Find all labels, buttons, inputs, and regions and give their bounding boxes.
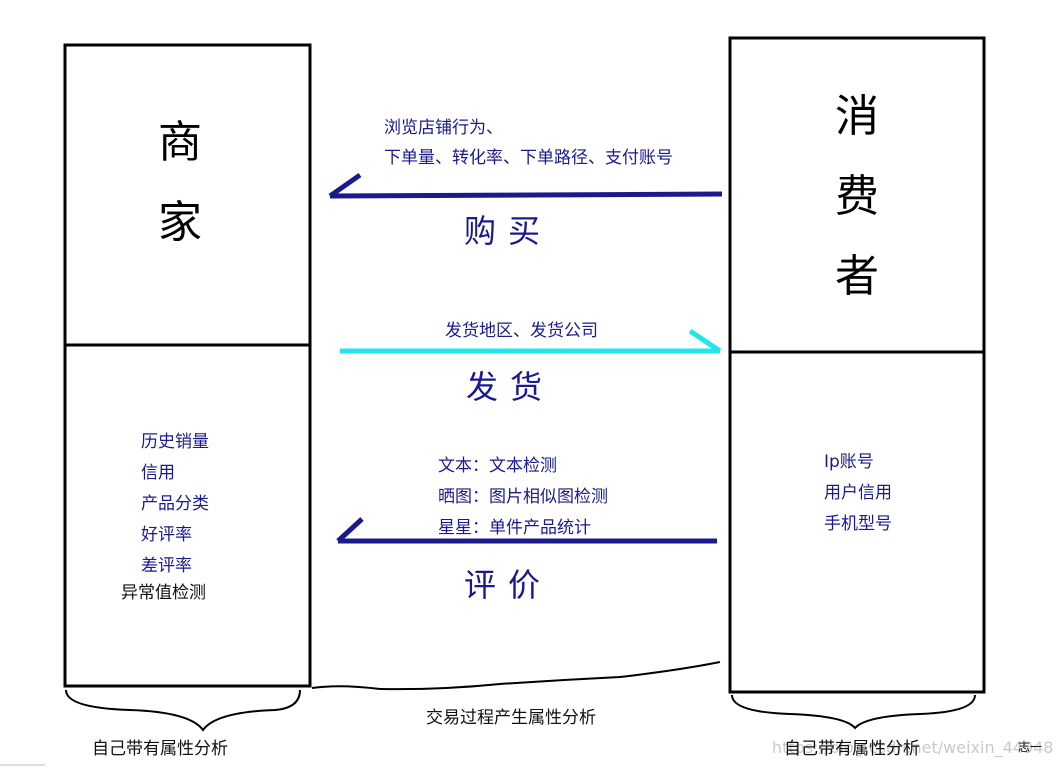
review-detail-images: 晒图：图片相似图检测 [438,487,608,507]
review-arrow [336,517,717,544]
ship-arrow [340,328,722,354]
ship-action-label: 发货 [466,368,555,406]
review-action-label: 评价 [464,566,553,604]
corner-text: 志一 [1018,740,1043,754]
merchant-attr-category: 产品分类 [141,494,209,514]
buy-arrow [328,172,723,199]
buy-detail-line-1: 浏览店铺行为、 [384,118,503,138]
ship-detail-line-1: 发货地区、发货公司 [445,321,598,341]
consumer-box [728,36,986,694]
consumer-title-char-2: 费 [835,171,879,222]
review-detail-text: 文本：文本检测 [438,456,557,476]
merchant-attr-credit: 信用 [141,463,175,483]
merchant-attr-negative-rate: 差评率 [141,556,192,576]
consumer-brace [731,694,976,730]
consumer-title-char-3: 者 [835,251,879,302]
merchant-attr-positive-rate: 好评率 [141,525,192,545]
buy-action-label: 购买 [464,212,553,250]
transaction-brace [311,661,721,691]
consumer-attr-phone-model: 手机型号 [824,514,892,534]
merchant-brace [65,689,301,732]
merchant-title-char-2: 家 [158,197,202,248]
merchant-title-char-1: 商 [158,117,202,168]
buy-detail-line-2: 下单量、转化率、下单路径、支付账号 [384,148,673,168]
review-detail-stars: 星星：单件产品统计 [438,518,591,538]
merchant-brace-label: 自己带有属性分析 [92,739,228,759]
consumer-brace-label: 自己带有属性分析 [784,739,920,759]
watermark: https://blog.csdn.net/weixin_44948 [772,738,1054,757]
merchant-box [63,43,312,688]
consumer-attr-ip-account: Ip账号 [824,452,874,472]
merchant-attr-sales-history: 历史销量 [141,432,209,452]
consumer-title-char-1: 消 [835,91,879,142]
merchant-anomaly-detection: 异常值检测 [121,583,206,603]
consumer-attr-user-credit: 用户信用 [824,483,892,503]
transaction-brace-label: 交易过程产生属性分析 [426,708,596,728]
